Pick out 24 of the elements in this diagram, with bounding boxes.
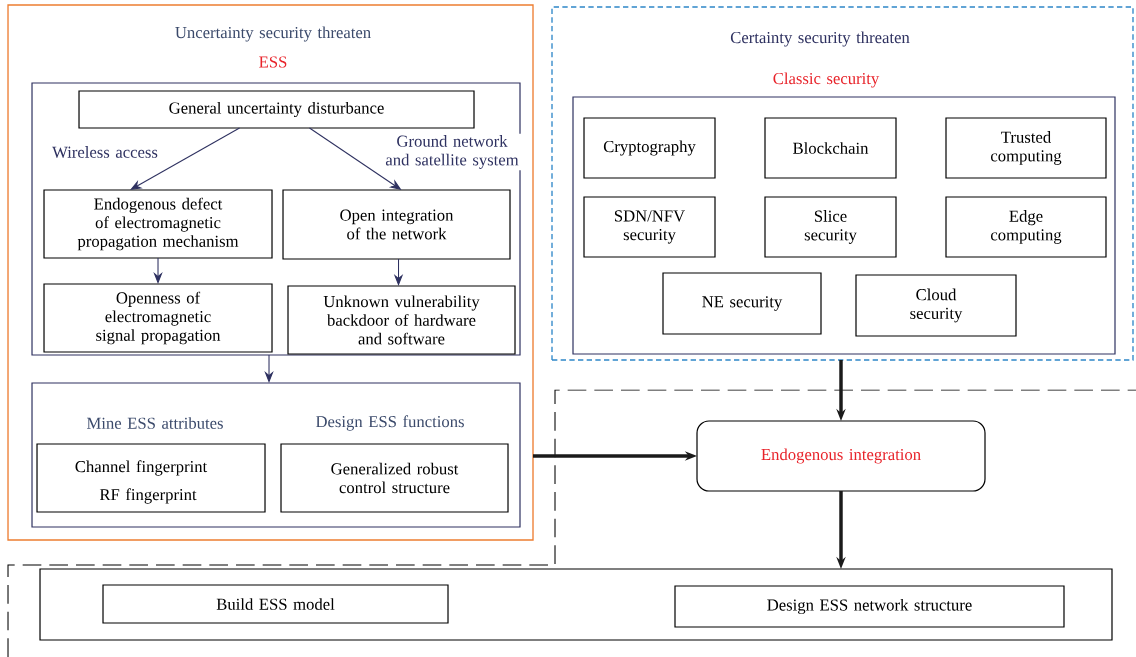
group-box bbox=[572, 96, 1116, 355]
process-box: Unknown vulnerability backdoor of hardware and software bbox=[287, 285, 516, 355]
process-box: General uncertainty disturbance bbox=[78, 90, 475, 129]
group-box bbox=[39, 568, 1113, 641]
process-box: Design ESS network structure bbox=[674, 585, 1065, 628]
rounded-box: Endogenous integration bbox=[696, 420, 986, 492]
process-box: Endogenous defect of electromagnetic propagation mechanism bbox=[43, 189, 273, 259]
arrow bbox=[130, 127, 241, 190]
process-box: Openness of electromagnetic signal propagation bbox=[43, 283, 273, 353]
group-box bbox=[31, 82, 521, 356]
process-box: Open integration of the network bbox=[282, 189, 511, 260]
process-box: Build ESS model bbox=[102, 584, 449, 624]
edge-label: Ground network and satellite system bbox=[375, 133, 529, 171]
security-box: SDN/NFV security bbox=[583, 196, 716, 258]
security-box: Edge computing bbox=[945, 196, 1107, 258]
security-box: Blockchain bbox=[764, 117, 897, 179]
security-box: Cryptography bbox=[583, 117, 716, 179]
process-box: Generalized robust control structure bbox=[280, 443, 509, 513]
edge-label: Wireless access bbox=[48, 144, 162, 160]
security-box: NE security bbox=[662, 272, 822, 335]
security-box: Trusted computing bbox=[945, 117, 1107, 179]
process-box: Channel fingerprint RF fingerprint bbox=[36, 443, 266, 513]
security-box: Cloud security bbox=[855, 274, 1017, 337]
security-box: Slice security bbox=[764, 196, 897, 258]
